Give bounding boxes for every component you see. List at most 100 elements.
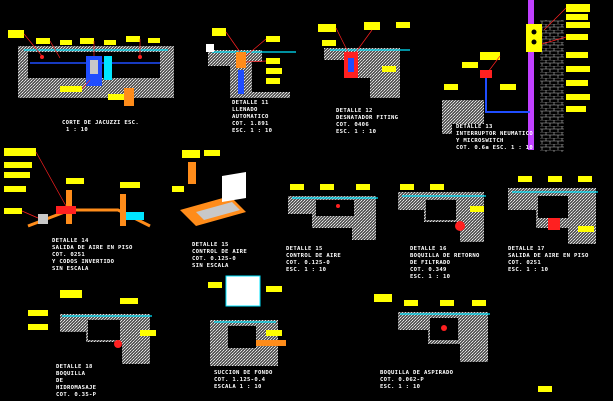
- label-tag: [172, 186, 184, 192]
- label-tag: [266, 58, 280, 64]
- detail-11-llenado: [206, 28, 296, 98]
- caption-line: DETALLE 17: [508, 246, 545, 252]
- detail-18-boquilla-hidromasaje: [28, 290, 156, 364]
- control-knob: [531, 39, 537, 45]
- return-nozzle: [455, 221, 465, 231]
- detail-boquilla-aspirado: [374, 294, 490, 362]
- label-tag: [266, 286, 282, 292]
- caption-line: COT. 0.125-0: [192, 256, 237, 262]
- caption-line: BOQUILLA DE ASPIRADO: [380, 370, 454, 376]
- label-tag: [4, 208, 22, 214]
- suction-pipe: [256, 340, 286, 346]
- label-tag: [472, 300, 486, 306]
- caption-line: COT. 0.349: [410, 267, 447, 273]
- caption-line: COT. 0251: [508, 260, 542, 266]
- caption-line: LLENADO: [232, 107, 258, 113]
- concrete-section: [324, 48, 400, 98]
- caption-line: COT. 0.125-0: [286, 260, 331, 266]
- label-tag: [566, 22, 590, 28]
- label-tag: [480, 52, 500, 60]
- label-tag: [364, 22, 380, 30]
- label-tag: [266, 78, 280, 84]
- label-tag: [148, 38, 160, 43]
- caption-corte-jacuzzi: CORTE DE JACUZZI ESC. 1 : 10: [62, 120, 139, 134]
- caption-line: COT. 0406: [336, 122, 370, 128]
- sheet-tag: [538, 386, 552, 392]
- label-tag: [4, 172, 30, 178]
- brick-wall: [540, 20, 564, 152]
- label-tag: [440, 300, 454, 306]
- control-box: [526, 24, 542, 52]
- label-tag: [120, 298, 138, 304]
- caption-detalle-15-section: DETALLE 15 CONTROL DE AIRE COT. 0.125-0 …: [286, 246, 341, 274]
- caption-line: COT. 0.062-P: [380, 377, 425, 383]
- niche: [316, 200, 354, 216]
- caption-line: DETALLE 13: [456, 124, 493, 130]
- sump: [228, 326, 256, 348]
- niche: [538, 196, 568, 218]
- detail-14-salida-aire: [4, 148, 151, 228]
- caption-line: SALIDA DE AIRE EN PISO: [508, 253, 589, 259]
- drain-grate-plan: [225, 275, 261, 307]
- caption-detalle-13: DETALLE 13 INTERRUPTOR NEUMATICO Y MICRO…: [456, 124, 533, 152]
- caption-line: BOQUILLA DE RETORNO: [410, 253, 480, 259]
- niche: [426, 200, 456, 220]
- pneumatic-button: [480, 70, 492, 78]
- caption-line: COT. 0251: [52, 252, 86, 258]
- caption-detalle-16: DETALLE 16 BOQUILLA DE RETORNO DE FILTRA…: [410, 246, 480, 281]
- caption-line: DETALLE 15: [192, 242, 229, 248]
- jet-nozzle: [114, 340, 122, 348]
- label-tag: [462, 62, 478, 68]
- caption-line: COT. 0.35-P: [56, 392, 97, 398]
- label-tag: [578, 176, 592, 182]
- fitting: [38, 214, 48, 224]
- label-tag: [566, 94, 590, 100]
- label-tag: [140, 330, 156, 336]
- label-tag: [566, 34, 588, 40]
- label-tag: [126, 36, 140, 42]
- label-tag: [66, 178, 84, 184]
- label-tag: [374, 294, 392, 302]
- caption-line: BOQUILLA: [56, 371, 86, 377]
- fill-valve: [236, 52, 246, 68]
- label-tag: [470, 206, 484, 212]
- label-tag: [28, 310, 48, 316]
- caption-line: Y CODOS INVERTIDO: [52, 259, 115, 265]
- vertical-pipe: [528, 0, 534, 150]
- air-riser: [120, 194, 126, 226]
- caption-line: CONTROL DE AIRE: [286, 253, 342, 259]
- caption-line: COT. 1.891: [232, 121, 269, 127]
- detail-15-control-aire-3d: [172, 150, 246, 226]
- label-tag: [566, 106, 586, 112]
- caption-line: SALIDA DE AIRE EN PISO: [52, 245, 133, 251]
- air-hose: [485, 76, 530, 113]
- nozzle-marker: [336, 204, 340, 208]
- caption-line: SUCCION DE FONDO: [214, 370, 273, 376]
- caption-line: CORTE DE JACUZZI ESC.: [62, 120, 140, 126]
- concrete-section: [442, 100, 484, 134]
- label-tag: [518, 176, 532, 182]
- label-tag: [430, 184, 444, 190]
- label-tag: [182, 150, 200, 158]
- detail-16-boquilla-retorno: [398, 184, 486, 242]
- caption-line: ESC. 1 : 10: [336, 129, 377, 135]
- caption-line: SIN ESCALA: [52, 266, 89, 272]
- detail-15-control-aire-section: [288, 184, 378, 240]
- label-tag: [566, 66, 590, 72]
- label-tag: [404, 300, 418, 306]
- caption-line: ESC. 1 : 10: [380, 384, 421, 390]
- label-tag: [266, 68, 282, 74]
- label-tag: [396, 22, 410, 28]
- pump-core: [90, 60, 98, 74]
- label-tag: [566, 14, 588, 20]
- caption-detalle-14: DETALLE 14 SALIDA DE AIRE EN PISO COT. 0…: [52, 238, 133, 273]
- label-tag: [266, 36, 280, 42]
- label-tag: [566, 80, 588, 86]
- label-tag: [36, 38, 50, 44]
- caption-line: INTERRUPTOR NEUMATICO: [456, 131, 534, 137]
- fitting: [206, 44, 214, 52]
- caption-line: SIN ESCALA: [192, 263, 229, 269]
- label-tag: [204, 150, 220, 156]
- label-tag: [4, 148, 36, 156]
- supply-pipe: [238, 70, 244, 94]
